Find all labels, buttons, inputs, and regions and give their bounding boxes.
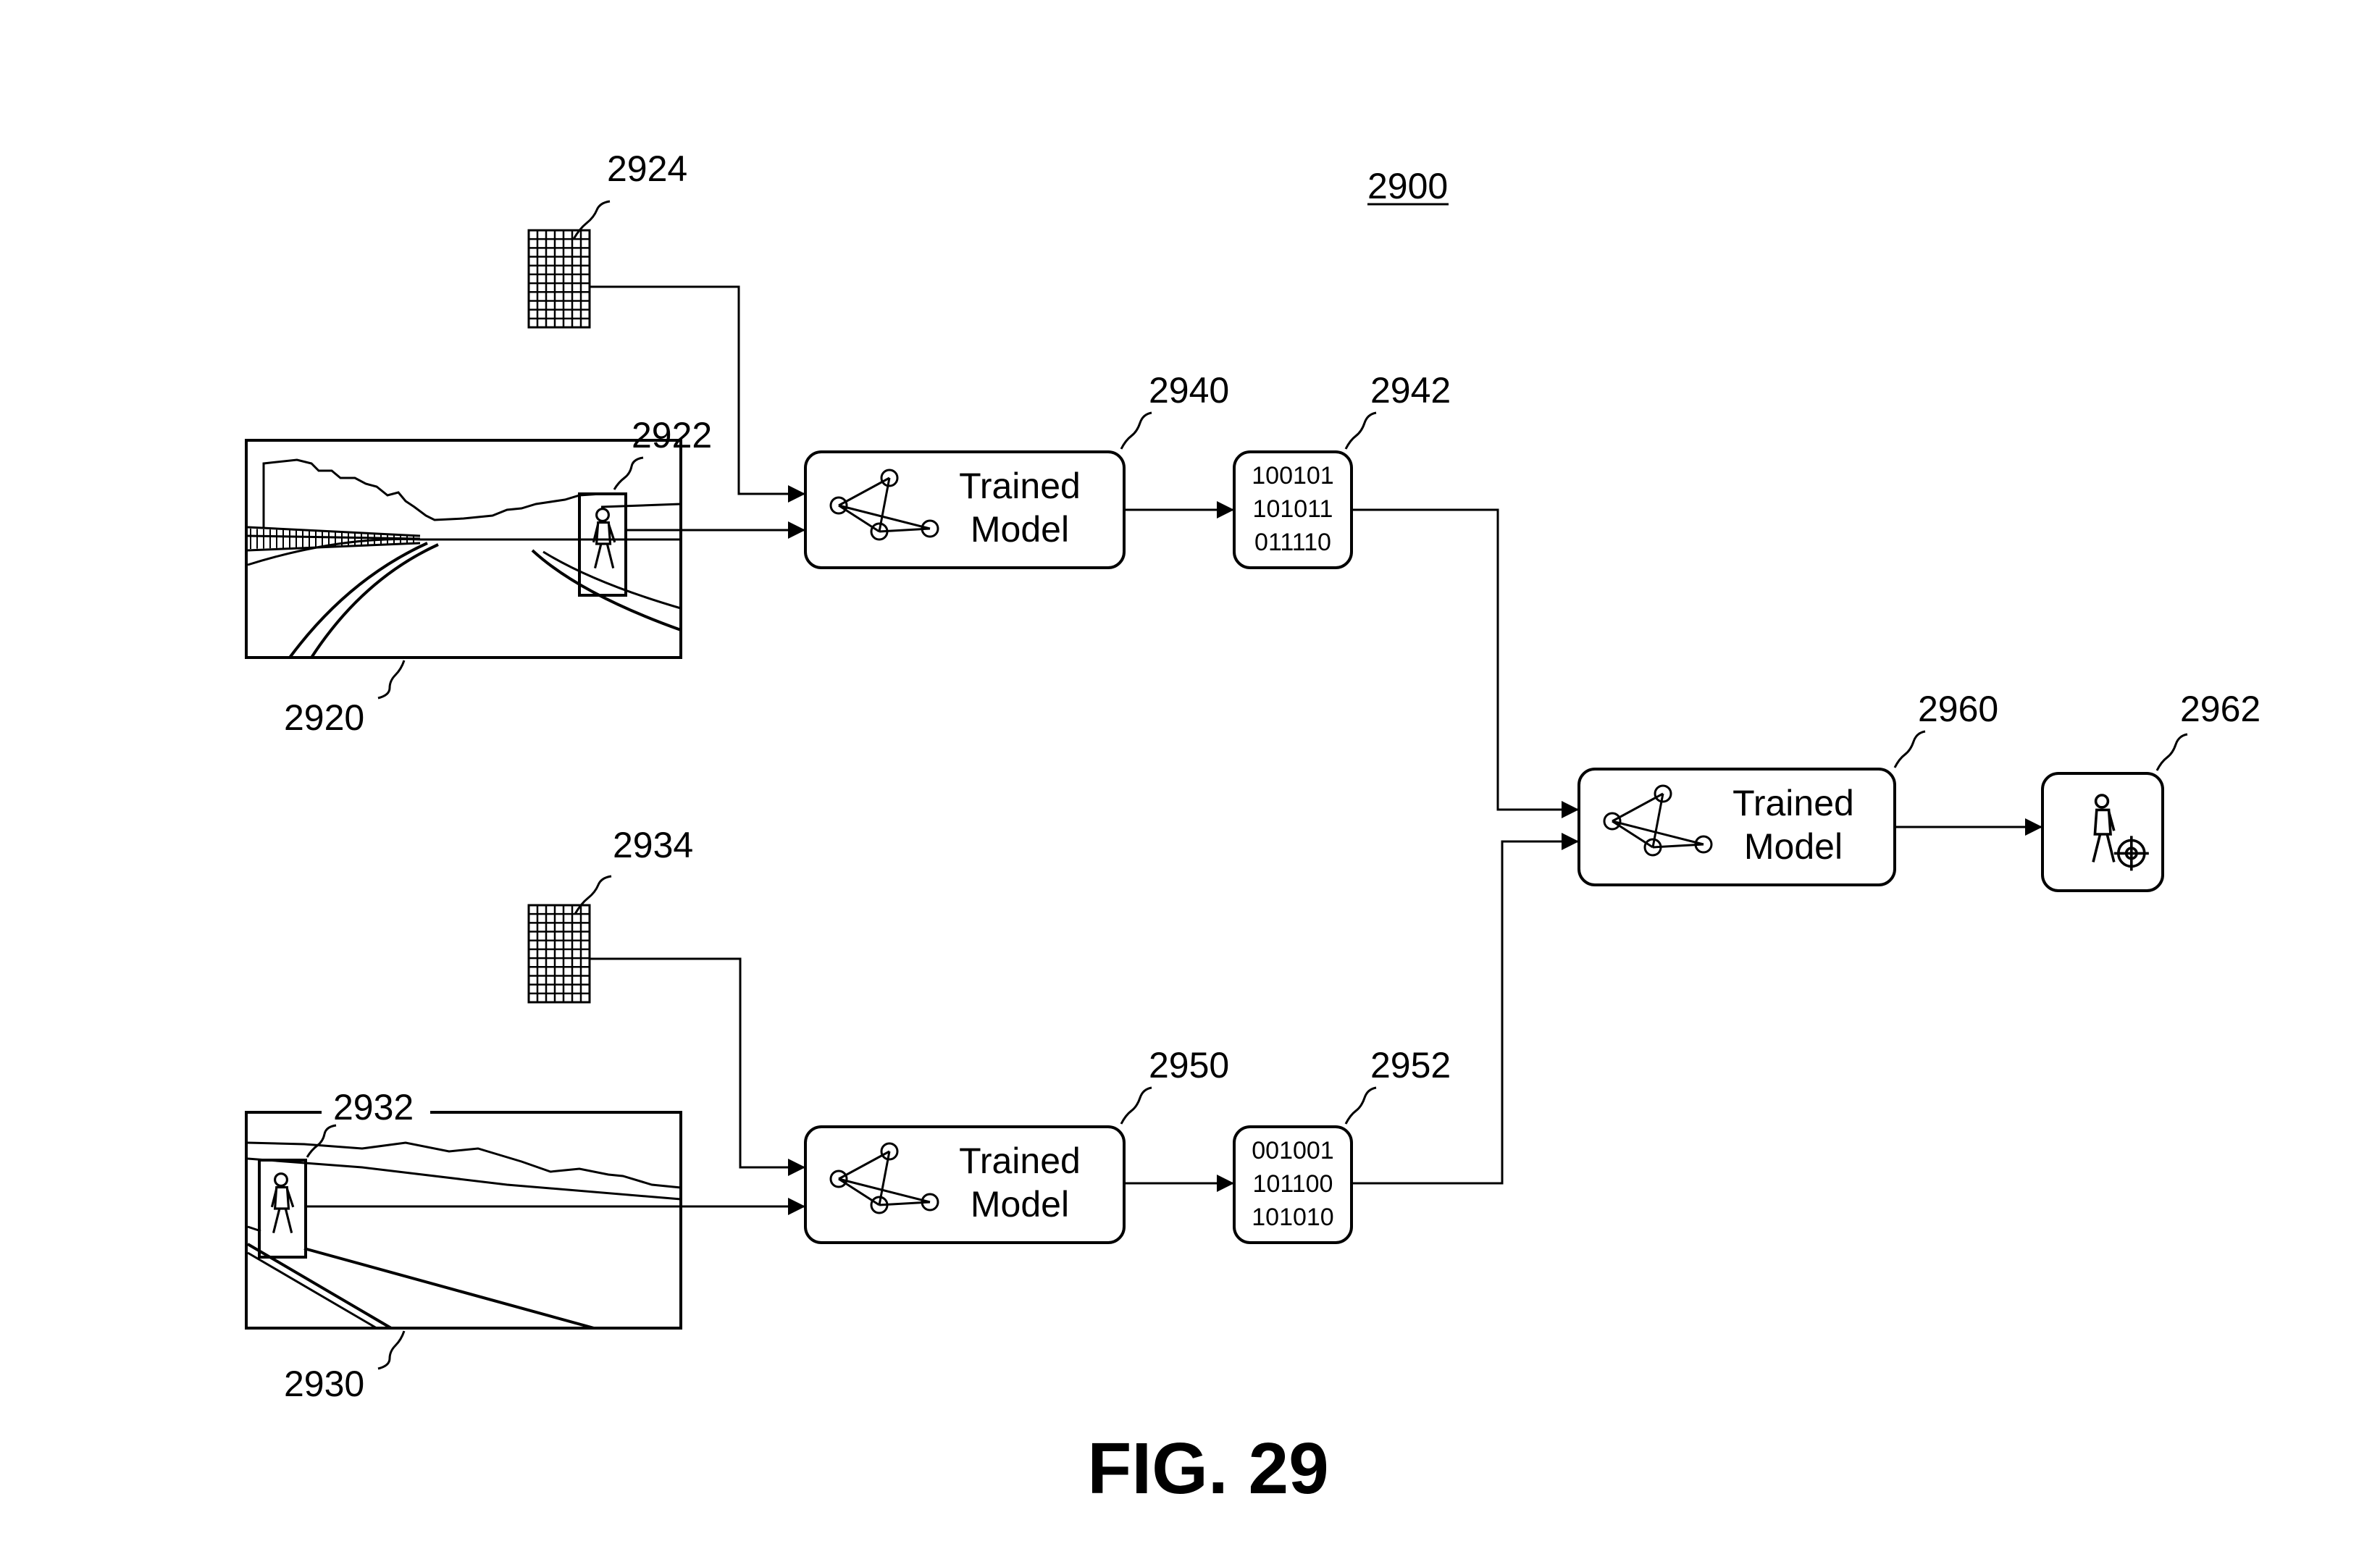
ref-2924: 2924 — [607, 148, 687, 189]
leader-2950 — [1120, 1086, 1152, 1125]
pedestrian-target-icon — [2092, 794, 2149, 871]
ref-2932: 2932 — [333, 1087, 414, 1128]
trained-model-box: Trained Model — [804, 450, 1126, 569]
model-label-line1: Trained — [1732, 783, 1854, 823]
sensor-grid-icon — [527, 904, 591, 1004]
figure-number: 2900 — [1367, 166, 1449, 206]
ref-2934: 2934 — [613, 825, 693, 865]
output-box — [2041, 772, 2164, 892]
leader-2962 — [2155, 733, 2188, 771]
pedestrian-icon — [270, 1172, 295, 1233]
feature-vector-box: 100101 101011 011110 — [1233, 450, 1353, 569]
leader-2930 — [377, 1330, 406, 1370]
connector-2924-to-2940 — [590, 285, 805, 503]
connector-2942-to-2960 — [1352, 508, 1579, 818]
leader-2960 — [1893, 730, 1926, 768]
model-label-line1: Trained — [959, 1141, 1081, 1181]
network-graph-icon — [1603, 784, 1713, 857]
feature-bits-row: 101010 — [1252, 1204, 1333, 1231]
ref-2920: 2920 — [284, 697, 364, 738]
feature-bits-row: 011110 — [1254, 529, 1331, 556]
ref-2952: 2952 — [1370, 1045, 1451, 1086]
bounding-box-2922 — [578, 492, 627, 597]
leader-2922 — [613, 456, 644, 490]
bounding-box-2932 — [258, 1159, 307, 1259]
feature-bits-row: 101100 — [1253, 1170, 1333, 1198]
feature-bits-row: 001001 — [1252, 1137, 1333, 1164]
trained-model-box: Trained Model — [1577, 768, 1896, 886]
network-graph-icon — [829, 1142, 939, 1214]
trained-model-box: Trained Model — [804, 1125, 1126, 1244]
feature-vector-box: 001001 101100 101010 — [1233, 1125, 1353, 1244]
ref-2960: 2960 — [1918, 689, 1998, 729]
pedestrian-icon — [592, 508, 616, 568]
label-backing — [322, 1096, 430, 1128]
ref-2950: 2950 — [1149, 1045, 1229, 1086]
figure-caption: FIG. 29 — [1087, 1428, 1328, 1509]
leader-2932 — [306, 1124, 337, 1158]
ref-2942: 2942 — [1370, 370, 1451, 411]
ref-2922: 2922 — [632, 415, 712, 455]
road-scene-image — [245, 1111, 682, 1330]
connector-2934-to-2950 — [590, 957, 805, 1176]
leader-2924 — [572, 200, 611, 240]
ref-2930: 2930 — [284, 1364, 364, 1404]
ref-2940: 2940 — [1149, 370, 1229, 411]
sensor-grid-icon — [527, 229, 591, 329]
feature-bits-row: 101011 — [1253, 495, 1333, 523]
svg-text:2900: 2900 — [1367, 166, 1448, 206]
leader-2942 — [1344, 411, 1377, 450]
road-scene-image — [245, 439, 682, 659]
leader-2920 — [377, 660, 406, 700]
network-graph-icon — [829, 469, 939, 541]
connector-2952-to-2960 — [1352, 833, 1579, 1185]
feature-bits-row: 100101 — [1252, 462, 1333, 490]
model-label-line2: Model — [971, 1184, 1069, 1225]
ref-2962: 2962 — [2180, 689, 2260, 729]
model-label-line1: Trained — [959, 466, 1081, 506]
leader-2952 — [1344, 1086, 1377, 1125]
model-label-line2: Model — [1744, 826, 1843, 867]
leader-2940 — [1120, 411, 1152, 450]
leader-2934 — [574, 875, 612, 915]
model-label-line2: Model — [971, 509, 1069, 550]
